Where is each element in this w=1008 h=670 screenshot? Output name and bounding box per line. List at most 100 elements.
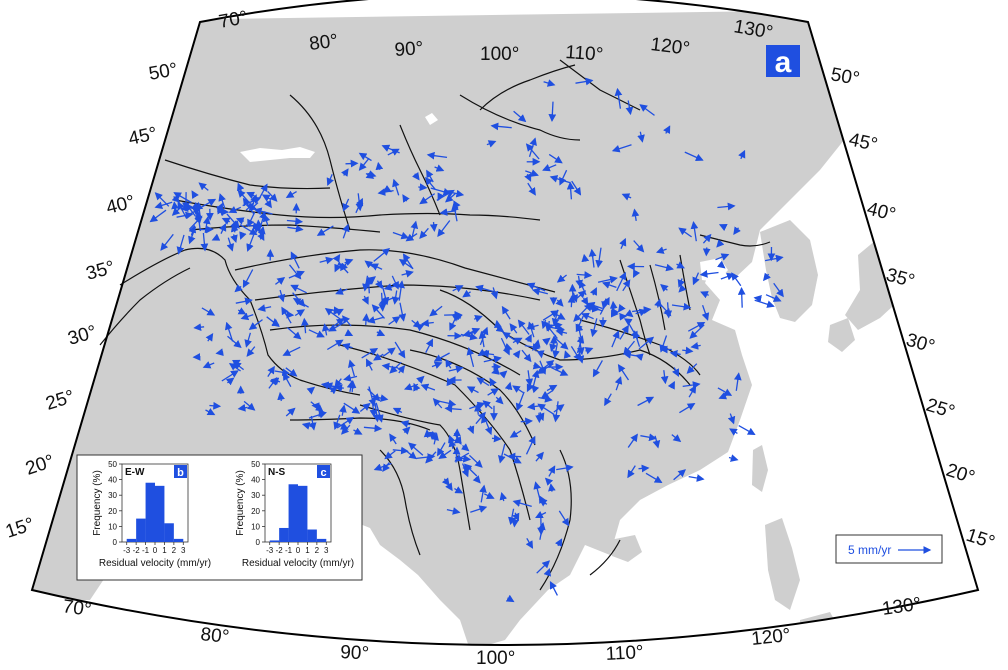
velocity-vector — [551, 367, 569, 376]
histogram-bar — [269, 540, 280, 542]
histogram-bar — [145, 482, 155, 542]
lon-label-bottom: 100° — [476, 648, 515, 669]
velocity-vector — [375, 402, 384, 423]
velocity-vector — [235, 297, 253, 306]
velocity-vector — [556, 274, 568, 283]
velocity-vector — [391, 290, 400, 305]
x-tick-label: 3 — [324, 546, 329, 555]
velocity-vector — [553, 336, 569, 350]
lon-label-top: 70° — [217, 7, 249, 33]
y-tick-label: 0 — [113, 538, 118, 547]
y-tick-label: 10 — [251, 522, 260, 531]
velocity-vector — [536, 560, 551, 574]
velocity-vector — [416, 453, 436, 461]
velocity-vector — [301, 422, 316, 430]
velocity-vector — [483, 355, 502, 364]
velocity-vector — [398, 258, 414, 270]
x-tick-label: -3 — [123, 546, 131, 555]
velocity-vector — [590, 318, 598, 338]
velocity-vector — [358, 152, 372, 162]
histogram-bar — [155, 485, 165, 542]
velocity-vector — [400, 420, 411, 428]
velocity-vector — [472, 475, 481, 484]
land-kyushu — [828, 318, 855, 352]
velocity-vector — [268, 376, 278, 389]
velocity-vector — [384, 450, 396, 460]
velocity-vector — [154, 192, 170, 207]
velocity-vector — [401, 269, 414, 278]
x-tick-label: 0 — [296, 546, 301, 555]
velocity-vector — [355, 193, 364, 212]
velocity-vector — [277, 289, 286, 303]
velocity-vector — [248, 319, 263, 330]
histogram-ylabel: Frequency (%) — [235, 470, 246, 536]
velocity-vector — [329, 317, 345, 330]
velocity-vector — [737, 287, 746, 308]
velocity-vector — [619, 237, 627, 249]
velocity-vector — [345, 159, 359, 168]
velocity-vector — [535, 510, 547, 518]
scale-label: 5 mm/yr — [848, 543, 891, 557]
y-tick-label: 20 — [108, 507, 117, 516]
velocity-vector — [334, 308, 344, 316]
velocity-vector — [624, 309, 634, 318]
velocity-vector — [678, 227, 692, 238]
y-tick-label: 30 — [251, 491, 260, 500]
velocity-vector — [609, 300, 618, 315]
velocity-vector — [543, 567, 552, 577]
lon-label-top: 90° — [394, 38, 424, 61]
lat-label-right: 40° — [865, 198, 898, 225]
velocity-vector — [344, 329, 354, 337]
velocity-vector — [702, 233, 712, 244]
velocity-vector — [290, 284, 307, 294]
velocity-vector — [404, 449, 417, 460]
velocity-vector — [408, 442, 424, 456]
velocity-vector — [235, 217, 245, 225]
x-tick-label: -1 — [285, 546, 293, 555]
velocity-vector — [429, 221, 438, 232]
velocity-vector — [671, 302, 692, 311]
velocity-vector — [361, 295, 369, 305]
velocity-vector — [332, 254, 341, 263]
lon-label-top: 100° — [480, 44, 519, 65]
velocity-vector — [388, 316, 401, 326]
velocity-vector — [205, 408, 216, 416]
velocity-vector — [717, 202, 736, 211]
velocity-vector — [397, 364, 406, 374]
y-tick-label: 0 — [256, 538, 261, 547]
histogram-bar — [136, 518, 146, 542]
velocity-vector — [237, 403, 248, 412]
velocity-vector — [544, 477, 554, 486]
velocity-vector — [410, 220, 419, 239]
velocity-vector — [275, 277, 286, 285]
velocity-vector — [391, 275, 399, 290]
lon-label-bottom: 70° — [61, 596, 92, 621]
lat-label-left: 30° — [66, 322, 99, 350]
velocity-vector — [499, 491, 508, 502]
velocity-vector — [490, 122, 512, 131]
velocity-vector — [432, 398, 443, 409]
velocity-vector — [221, 370, 239, 382]
velocity-vector — [552, 401, 561, 423]
velocity-vector — [515, 391, 525, 412]
velocity-vector — [359, 402, 371, 412]
velocity-vector — [702, 247, 711, 257]
velocity-vector — [669, 349, 681, 358]
velocity-vector — [244, 332, 252, 348]
velocity-vector — [246, 234, 255, 252]
velocity-vector — [392, 231, 410, 240]
velocity-vector — [753, 295, 762, 303]
velocity-vector — [282, 346, 301, 356]
velocity-vector — [570, 292, 578, 303]
velocity-vector — [433, 352, 450, 362]
velocity-vector — [411, 171, 420, 181]
velocity-vector — [733, 372, 742, 391]
y-tick-label: 50 — [251, 460, 260, 469]
velocity-vector — [577, 336, 585, 356]
velocity-vector — [243, 400, 256, 411]
velocity-vector — [538, 498, 548, 507]
velocity-vector — [382, 462, 390, 472]
velocity-vector — [306, 386, 316, 395]
velocity-vector — [477, 348, 488, 356]
